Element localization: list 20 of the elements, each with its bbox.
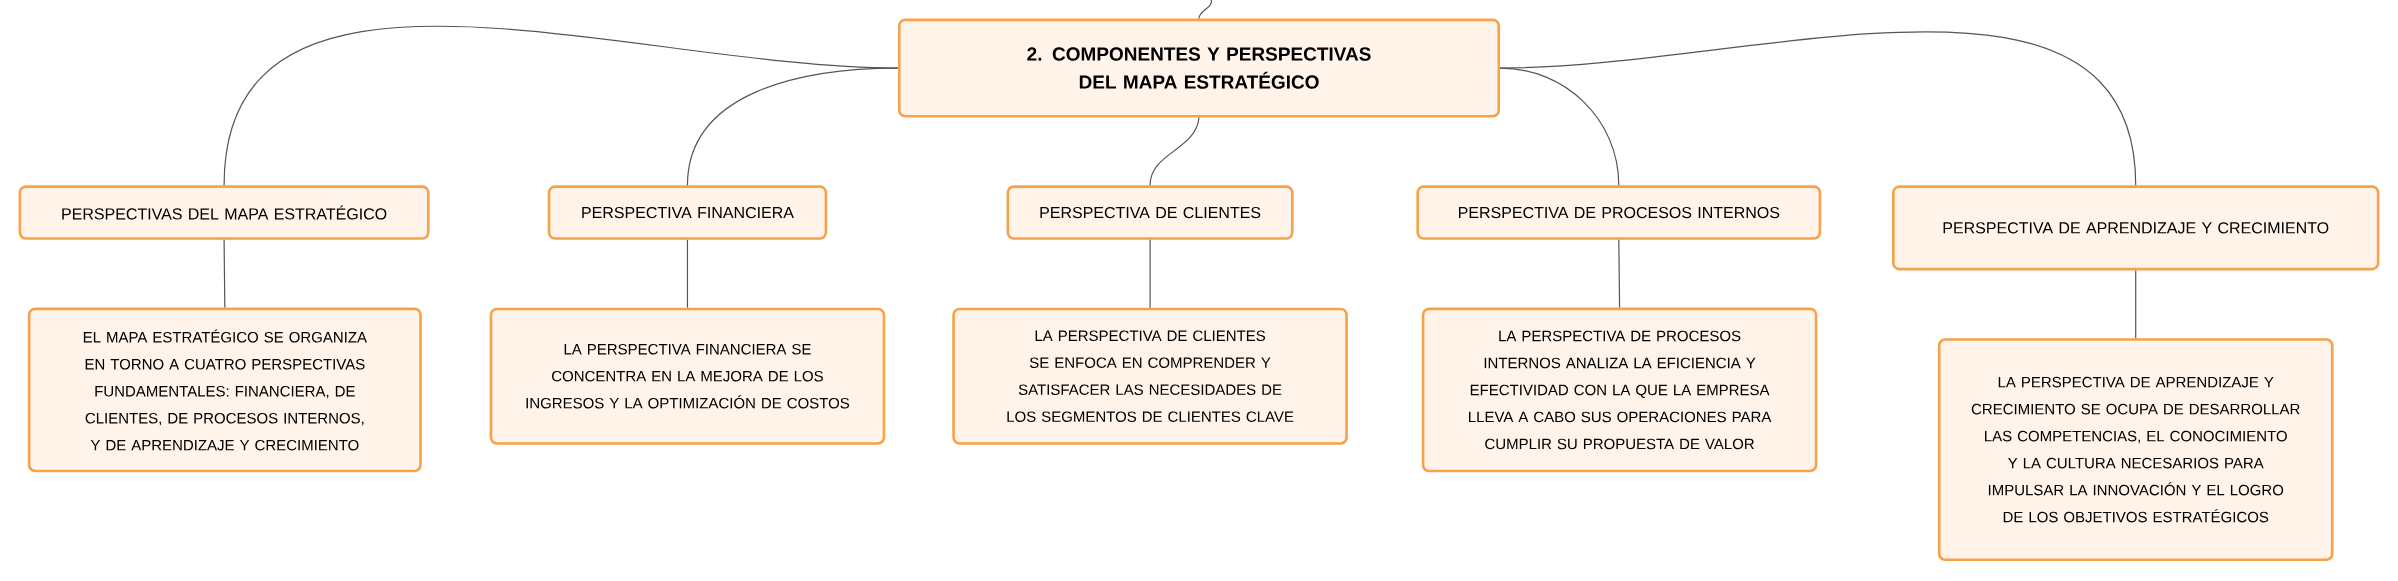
connector-line xyxy=(223,239,226,309)
connector-line xyxy=(1618,239,1621,309)
connector-line xyxy=(1149,116,1200,186)
topic-box: PERSPECTIVAS DEL MAPA ESTRATÉGICO xyxy=(18,185,430,240)
topic-box: PERSPECTIVA FINANCIERA xyxy=(547,185,828,240)
description-box: LA PERSPECTIVA DE APRENDIZAJE Y CRECIMIENTO SE OCUPA DE DESARROLLAR LAS COMPETENCIAS, EL CONOCIMIENTO Y LA CULTURA NECESARIOS PARA IMPULSAR LA INNOVACIÓN Y EL LOGRO DE LOS OBJETIVOS ESTRATÉGICOS xyxy=(1937,338,2334,561)
connector-line xyxy=(1198,0,1212,20)
connector-line xyxy=(1149,239,1151,309)
topic-box: PERSPECTIVA DE CLIENTES xyxy=(1006,185,1294,240)
connector-line xyxy=(686,67,899,186)
topic-box: PERSPECTIVA DE PROCESOS INTERNOS xyxy=(1416,185,1822,240)
description-box: LA PERSPECTIVA DE PROCESOS INTERNOS ANALIZA LA EFICIENCIA Y EFECTIVIDAD CON LA QUE LA EMPRESA LLEVA A CABO SUS OPERACIONES PARA CUMPLIR SU PROPUESTA DE VALOR xyxy=(1421,307,1818,473)
description-box: EL MAPA ESTRATÉGICO SE ORGANIZA EN TORNO A CUATRO PERSPECTIVAS FUNDAMENTALES: FINANCIERA, DE CLIENTES, DE PROCESOS INTERNOS, Y DE APRENDIZAJE Y CRECIMIENTO xyxy=(27,307,422,473)
connector-line xyxy=(686,239,689,309)
title-box: 2. COMPONENTES Y PERSPECTIVAS DEL MAPA ESTRATÉGICO xyxy=(897,18,1501,118)
topic-box: PERSPECTIVA DE APRENDIZAJE Y CRECIMIENTO xyxy=(1892,185,2380,271)
description-box: LA PERSPECTIVA FINANCIERA SE CONCENTRA EN LA MEJORA DE LOS INGRESOS Y LA OPTIMIZACIÓN DE COSTOS xyxy=(489,307,886,445)
connector-line xyxy=(2135,269,2137,339)
connector-line xyxy=(1499,31,2137,186)
description-box: LA PERSPECTIVA DE CLIENTES SE ENFOCA EN COMPRENDER Y SATISFACER LAS NECESIDADES DE LOS SEGMENTOS DE CLIENTES CLAVE xyxy=(952,307,1348,445)
